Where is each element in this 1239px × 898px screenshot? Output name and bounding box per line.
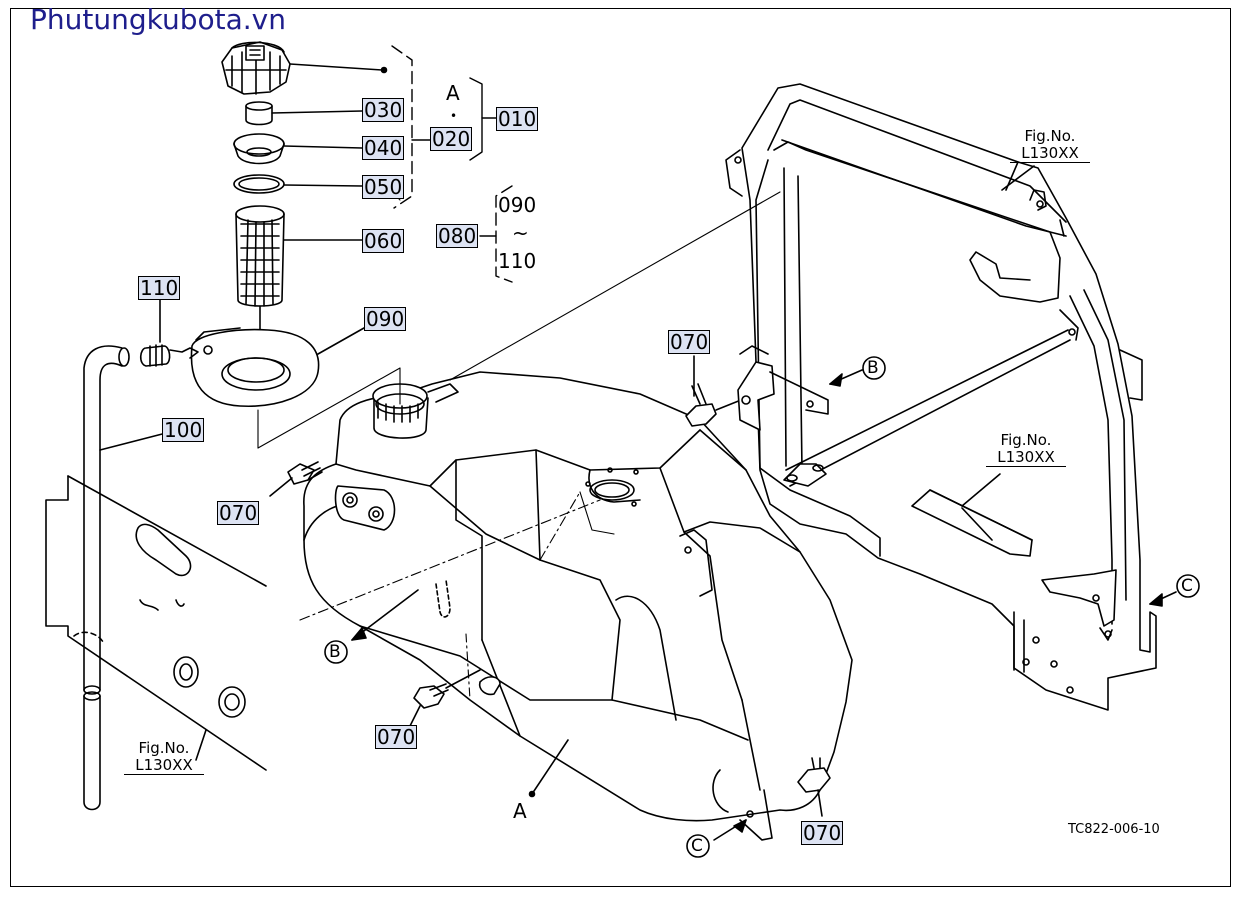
ref-circle-b-top (862, 356, 886, 380)
range-from: 090 (498, 193, 537, 217)
ref-letter-b-top: B (867, 358, 879, 378)
reference-arrows (351, 165, 1177, 841)
range-tilde: ~ (512, 221, 529, 245)
diagram-code: TC822-006-10 (1068, 822, 1160, 837)
o-ring-050-icon (233, 174, 363, 194)
ref-circle-c-right (1176, 574, 1200, 598)
ref-letter-b-left: B (329, 642, 341, 662)
site-watermark: Phutungkubota.vn (30, 3, 286, 36)
part-label-110[interactable]: 110 (138, 276, 181, 300)
fig-ref-frame-top[interactable]: Fig.No. L130XX (1010, 128, 1090, 163)
part-label-100[interactable]: 100 (162, 418, 205, 442)
part-label-060[interactable]: 060 (362, 229, 405, 253)
ref-circle-c-bottom (686, 834, 710, 858)
ref-circle-b-left (324, 640, 348, 664)
part-label-090[interactable]: 090 (364, 307, 407, 331)
breather-hose-100-icon (83, 345, 171, 811)
bolt-070-right-icon (797, 757, 831, 817)
part-label-070-left[interactable]: 070 (217, 501, 260, 525)
part-label-020[interactable]: 020 (430, 127, 473, 151)
assembly-center-lines (257, 189, 781, 701)
fig-ref-frame-mid[interactable]: Fig.No. L130XX (986, 432, 1066, 467)
fig-ref-frame-mid-line1: Fig.No. (1000, 431, 1052, 449)
part-label-080[interactable]: 080 (436, 224, 479, 248)
ref-letter-c-bottom: C (691, 836, 703, 856)
ref-letter-a-tank: A (513, 799, 527, 823)
hose-clamp-110-icon (139, 299, 199, 367)
fig-ref-panel-left[interactable]: Fig.No. L130XX (124, 740, 204, 775)
part-label-040[interactable]: 040 (362, 136, 405, 160)
collar-030-icon (245, 101, 363, 126)
fig-ref-panel-left-line1: Fig.No. (138, 739, 190, 757)
ref-letter-c-right: C (1181, 576, 1193, 596)
part-label-070-bottom[interactable]: 070 (375, 725, 418, 749)
packing-040-icon (233, 133, 363, 165)
filler-funnel-090-icon (190, 327, 365, 407)
fig-ref-panel-left-line2: L130XX (124, 757, 204, 775)
side-panel-left-icon (45, 475, 267, 771)
fuel-tank-icon (303, 371, 853, 841)
bolt-070-frame-icon (685, 355, 747, 427)
fuel-cap-icon (221, 41, 388, 95)
frame-structure-icon (725, 83, 1157, 711)
fig-ref-frame-top-line2: L130XX (1010, 145, 1090, 163)
part-label-010[interactable]: 010 (496, 107, 539, 131)
part-label-070-right[interactable]: 070 (801, 821, 844, 845)
fig-ref-frame-top-line1: Fig.No. (1024, 127, 1076, 145)
assembly-bracket-lines (391, 45, 513, 283)
bolt-070-left-icon (269, 461, 323, 497)
range-to: 110 (498, 249, 537, 273)
fig-ref-frame-mid-line2: L130XX (986, 449, 1066, 467)
bolt-070-bottom-icon (409, 669, 481, 727)
assembly-dot: • (450, 109, 458, 123)
assembly-letter-a: A (446, 81, 460, 105)
part-label-030[interactable]: 030 (362, 98, 405, 122)
drawing-frame (10, 8, 1231, 887)
part-label-050[interactable]: 050 (362, 175, 405, 199)
part-label-070-frame[interactable]: 070 (668, 330, 711, 354)
